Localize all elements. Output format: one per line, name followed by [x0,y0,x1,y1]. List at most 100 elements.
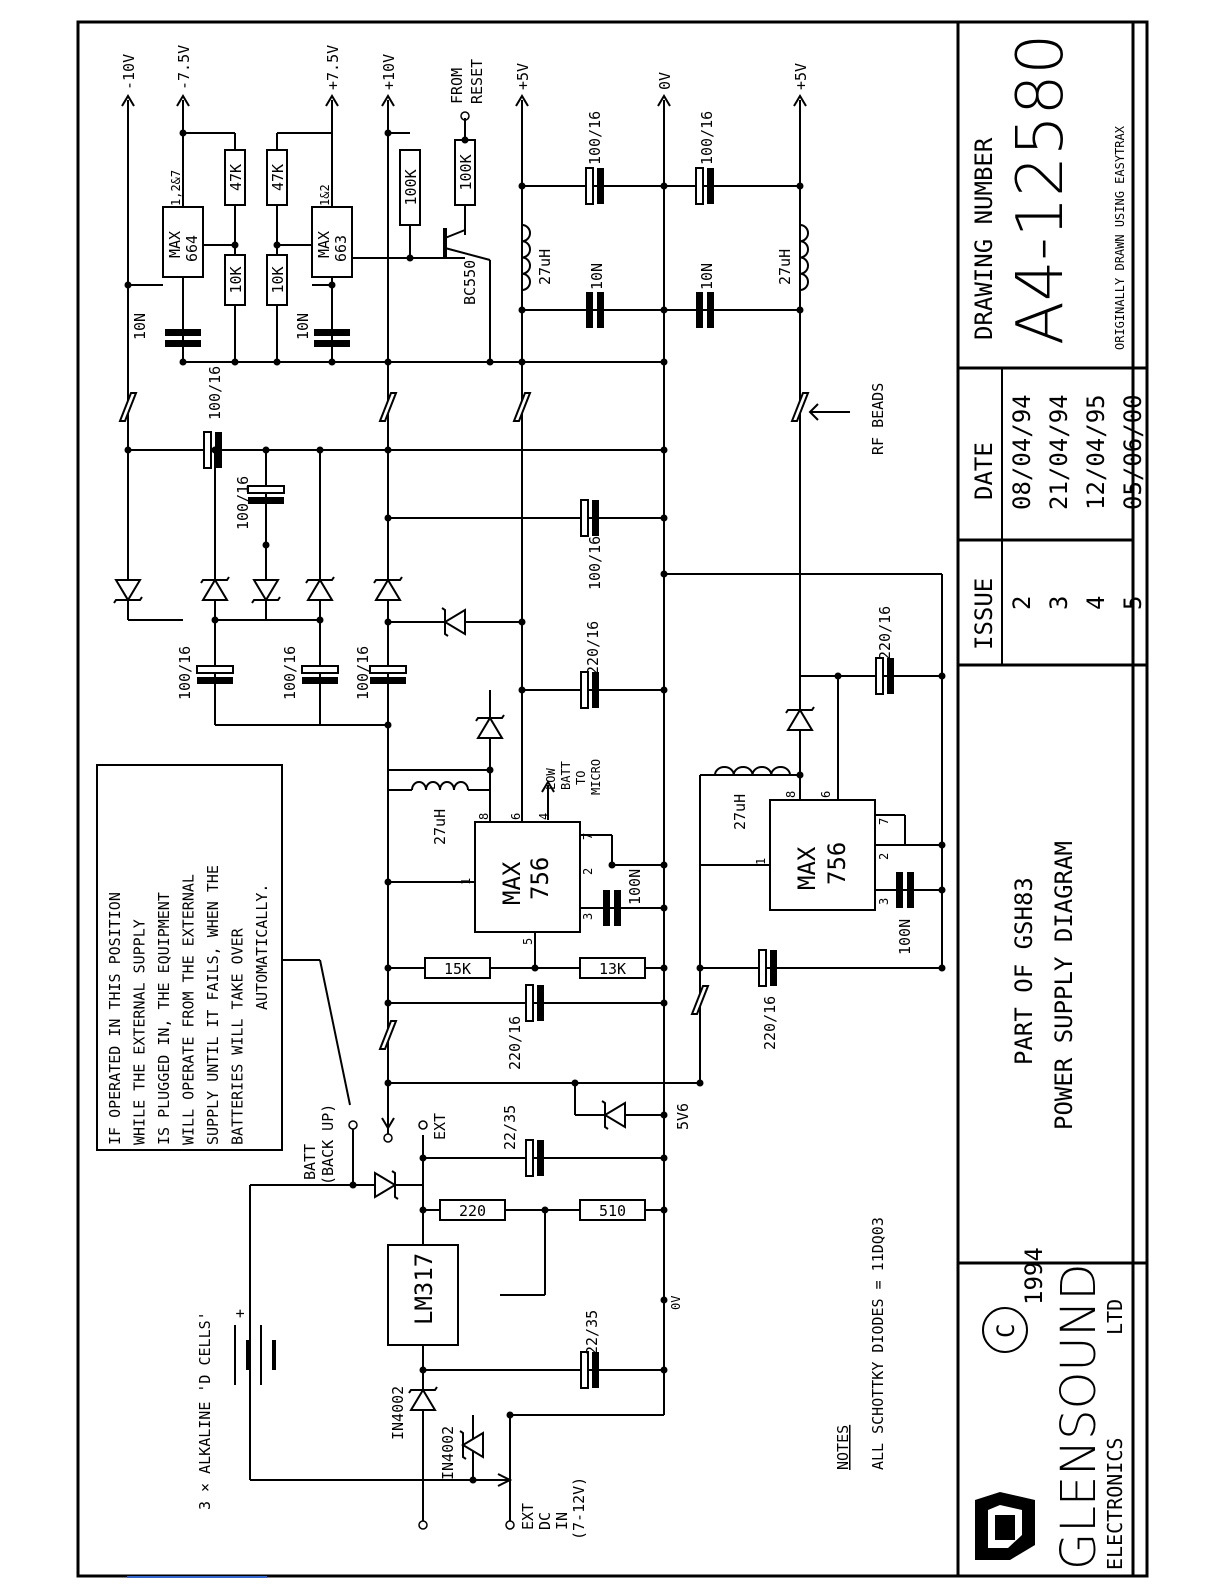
cap-100-16-f-plate [302,677,338,684]
diode-g-bar [475,714,505,722]
cap-10n-a [165,329,201,336]
cap-10n-a-label: 10N [131,313,149,340]
drawing-number-label: DRAWING NUMBER [970,137,998,340]
junction [506,1411,514,1419]
rail-arrow [121,94,135,107]
rail-arrow [381,94,395,107]
rail-label-neg7v5: -7.5V [175,45,193,90]
note-box [96,764,283,1151]
batt-terminal [348,1120,358,1130]
diode-c [252,579,280,602]
junction [660,1206,668,1214]
max756-a-label-2: 756 [526,857,554,900]
pin: 8 [477,813,491,820]
rail-arrow [176,94,190,107]
cap-220-16-b-plate [537,985,544,1021]
junction [384,618,392,626]
ext-label: EXT [431,1113,449,1140]
notes-line: ALL SCHOTTKY DIODES = 11DQ03 [869,1217,887,1470]
battery-label: 3 × ALKALINE 'D CELLS' [196,1311,214,1510]
rf-bead-5 [378,1020,398,1050]
inductor-d-label: 27uH [731,794,749,830]
pin: 2 [877,853,891,860]
in4002-b-label: IN4002 [439,1426,457,1480]
inductor-27uh-c [411,781,469,791]
company-logo [975,1492,1035,1560]
junction [696,964,704,972]
note-line: WILL OPERATE FROM THE EXTERNAL [180,874,198,1145]
junction [328,358,336,366]
junction [796,182,804,190]
junction [660,1154,668,1162]
junction [384,446,392,454]
junction [938,886,946,894]
junction [660,514,668,522]
junction [938,964,946,972]
max756-a-label: MAX [498,861,526,905]
diode-f [443,608,466,636]
rail-arrow [325,94,339,107]
lm317-regulator [387,1244,459,1346]
low-batt-label-4: MICRO [589,759,603,795]
cap-220-16-c [875,657,884,695]
company-sub: ELECTRONICS [1103,1438,1127,1570]
pin: 8 [784,791,798,798]
issue-date: 21/04/94 [1045,394,1073,510]
resistor-10k-a-label: 10K [227,266,245,293]
junction [571,1079,579,1087]
rail-label-pos5_a: +5V [514,63,532,90]
cap-220-16-a-plate [592,672,599,708]
cap-label: 100/16 [234,476,252,530]
junction [316,616,324,624]
junction [384,878,392,886]
rail-arrow [657,94,671,107]
issue-date: 08/04/94 [1008,394,1036,510]
cap-22-35-b [580,1351,589,1389]
junction [660,904,668,912]
junction [384,964,392,972]
diode-i [374,1171,397,1199]
note-line: WHILE THE EXTERNAL SUPPLY [131,919,149,1145]
pin: 7 [581,833,595,840]
max663-label: MAX [315,231,333,258]
ext-dc-terminal [418,1520,428,1530]
diode-e-bar [373,576,403,584]
issue-date: 12/04/95 [1082,394,1110,510]
from-reset-label-2: RESET [468,59,486,104]
junction [660,358,668,366]
junction [419,1366,427,1374]
rail-label-pos10: +10V [380,54,398,90]
cap-100-16-top-b-plate [707,168,714,204]
pin: 3 [877,898,891,905]
zero-v-label: 0V [669,1296,683,1310]
junction [518,686,526,694]
diode-g [476,716,504,739]
note-line: BATTERIES WILL TAKE OVER [229,927,247,1145]
junction [938,672,946,680]
diode-e [374,578,402,601]
junction [124,446,132,454]
inductor-27uh-a [521,224,531,291]
resistor-15k [424,957,491,979]
junction [660,964,668,972]
junction [316,446,324,454]
pin: 1 [754,858,768,865]
junction [384,358,392,366]
junction [419,1206,427,1214]
junction [486,766,494,774]
cap-220-16-a [580,671,589,709]
rail-label-zero: 0V [656,72,674,90]
pin: 7 [877,818,891,825]
cap-10n-top-a [586,292,593,328]
pin: 1 [459,878,473,885]
rf-bead-6 [690,985,710,1015]
ext-dc-label-4: (7-12V) [570,1477,588,1540]
issue-header: ISSUE [970,578,998,650]
cap-100n-a-plate [614,890,621,926]
cap-10n-top-b [696,292,703,328]
cap-100n-b-plate [907,872,914,908]
rf-bead-1 [118,392,138,422]
cap-220-16-c-plate [887,658,894,694]
pin: 4 [537,813,551,820]
cap-100-16-g [369,665,407,674]
